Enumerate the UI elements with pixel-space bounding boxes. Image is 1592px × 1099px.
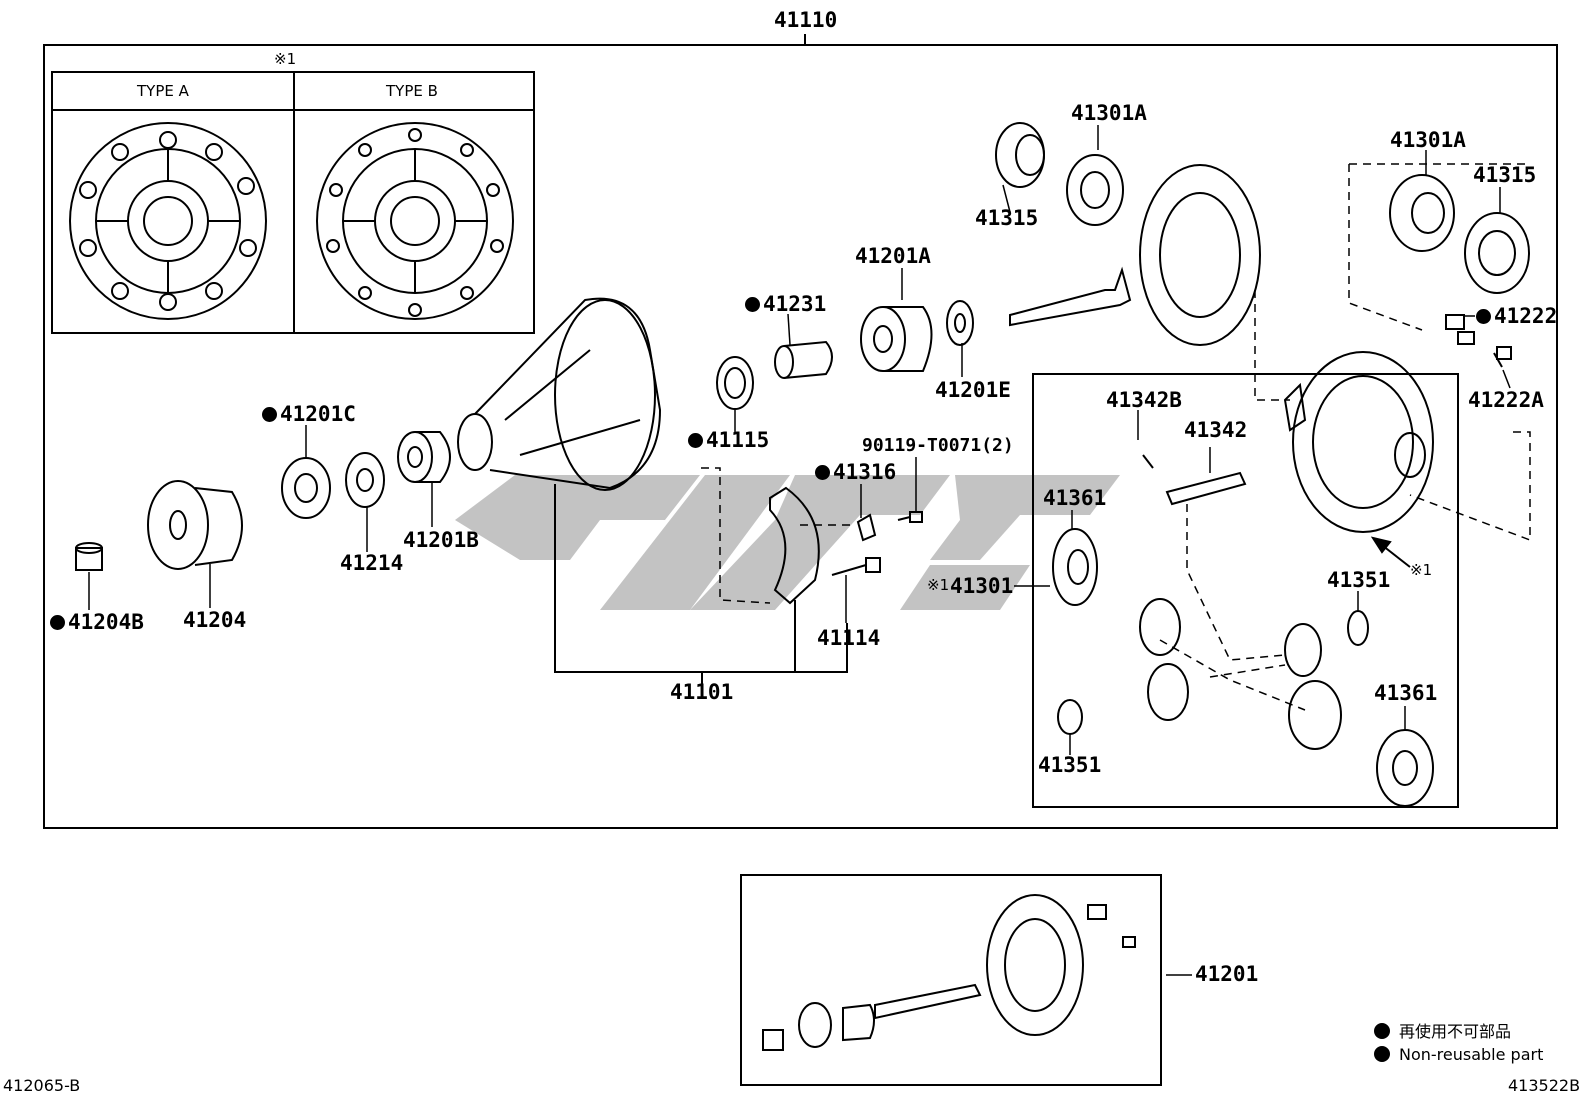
adjusting-nut-41315-top-drawing: [995, 122, 1045, 188]
side-gear-left-drawing: [1147, 663, 1189, 721]
label-41214[interactable]: 41214: [340, 551, 404, 575]
adjusting-nut-41315-right-drawing: [1464, 212, 1530, 294]
assembly-frame: [43, 44, 1558, 829]
bolt-41222a-drawing: [1493, 346, 1512, 368]
label-41301-prefix: ※1: [927, 576, 950, 594]
label-41204b[interactable]: 41204B: [50, 612, 144, 633]
label-41115[interactable]: 41115: [688, 430, 769, 451]
pinion-gear-upper-drawing: [1139, 598, 1181, 656]
type-a-carrier-drawing: [69, 122, 267, 320]
pinion-gear-right-drawing: [1284, 623, 1322, 677]
ring-gear-pinion-drawing: [1009, 164, 1261, 346]
label-41301[interactable]: 41301: [950, 574, 1014, 598]
thrust-washer-41351-right-drawing: [1347, 610, 1369, 646]
type-reference-arrow: [1370, 536, 1411, 568]
lock-41316-drawing: [856, 513, 877, 542]
label-41351-left[interactable]: 41351: [1038, 753, 1102, 777]
label-41201e[interactable]: 41201E: [935, 378, 1011, 402]
lock-plate-41222-drawing: [1445, 314, 1475, 345]
label-41201a[interactable]: 41201A: [855, 244, 931, 268]
label-41222a[interactable]: 41222A: [1468, 388, 1544, 412]
drive-pinion-kit-box: [740, 874, 1162, 1086]
label-41101[interactable]: 41101: [670, 680, 734, 704]
bolt-41114-drawing: [831, 557, 881, 576]
label-41361-right[interactable]: 41361: [1374, 681, 1438, 705]
nut-41204b-drawing: [75, 542, 103, 571]
carrier-parts-box: [1032, 373, 1459, 808]
label-41315-top[interactable]: 41315: [975, 206, 1039, 230]
label-41316[interactable]: 41316: [815, 462, 896, 483]
label-41201-kit[interactable]: 41201: [1195, 962, 1259, 986]
bearing-41201b-drawing: [397, 431, 451, 483]
side-gear-right-drawing: [1288, 680, 1342, 750]
pinion-shaft-41342-drawing: [1165, 471, 1247, 506]
bearing-cap-drawing: [769, 486, 820, 605]
inset-reference-marker: ※1: [274, 50, 297, 68]
legend-japanese: 再使用不可部品: [1374, 1018, 1511, 1042]
non-reusable-dot-icon: [1374, 1046, 1390, 1062]
non-reusable-dot-icon: [1374, 1023, 1390, 1039]
label-41231[interactable]: 41231: [745, 294, 826, 315]
solid-leaders: [88, 125, 1511, 976]
label-41114[interactable]: 41114: [817, 626, 881, 650]
label-41201b[interactable]: 41201B: [403, 528, 479, 552]
shim-41201e-drawing: [946, 300, 974, 346]
type-b-header: TYPE B: [386, 82, 438, 100]
label-41351-right[interactable]: 41351: [1327, 568, 1391, 592]
label-41342[interactable]: 41342: [1184, 418, 1248, 442]
label-41315-right[interactable]: 41315: [1473, 163, 1537, 187]
type-a-header: TYPE A: [137, 82, 189, 100]
bearing-41301a-right-drawing: [1389, 174, 1455, 252]
label-41361-left[interactable]: 41361: [1043, 486, 1107, 510]
legend-en-text: Non-reusable part: [1399, 1045, 1544, 1064]
label-41222[interactable]: 41222: [1476, 306, 1557, 327]
bearing-41301a-top-drawing: [1066, 154, 1124, 226]
legend-ja-text: 再使用不可部品: [1399, 1022, 1512, 1041]
type-b-carrier-drawing: [316, 122, 514, 320]
assembly-part-number: 41110: [774, 8, 838, 32]
oil-seal-41115-drawing: [716, 356, 754, 410]
footer-left-code: 412065-B: [3, 1076, 81, 1095]
footer-right-code: 413522B: [1508, 1076, 1581, 1095]
legend-english: Non-reusable part: [1374, 1045, 1543, 1064]
bearing-41201a-drawing: [860, 306, 933, 372]
dashed-leaders: [701, 163, 1531, 711]
pin-41342b-drawing: [1142, 454, 1154, 469]
label-90119-t0071[interactable]: 90119-T0071(2): [862, 435, 1014, 456]
label-41204[interactable]: 41204: [183, 608, 247, 632]
label-41301a-right[interactable]: 41301A: [1390, 128, 1466, 152]
label-41342b[interactable]: 41342B: [1106, 388, 1182, 412]
pinion-kit-drawing: [762, 894, 1136, 1051]
thrust-washer-41351-left-drawing: [1057, 699, 1083, 735]
watermark-logo: [455, 475, 1120, 610]
label-41301a-top[interactable]: 41301A: [1071, 101, 1147, 125]
oil-seal-41201c-drawing: [281, 457, 331, 519]
washer-41214-drawing: [345, 452, 385, 508]
label-41201c[interactable]: 41201C: [262, 404, 356, 425]
companion-flange-41204-drawing: [147, 480, 243, 570]
thrust-washer-41361-right-drawing: [1376, 729, 1434, 807]
thrust-washer-41361-left-drawing: [1052, 528, 1098, 606]
differential-carrier-housing-drawing: [457, 297, 662, 491]
arrow-reference-marker: ※1: [1410, 561, 1433, 579]
differential-case-drawing: [1283, 351, 1434, 533]
spacer-41231-drawing: [774, 340, 833, 379]
